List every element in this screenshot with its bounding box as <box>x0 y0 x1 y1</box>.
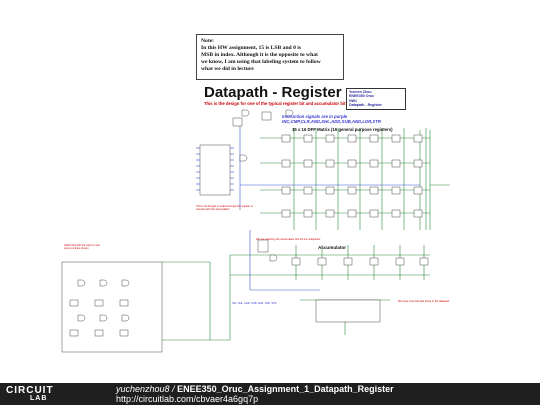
course-line: ENEE350 Oruc <box>349 94 375 99</box>
register-cell[interactable] <box>119 299 129 307</box>
note-line-1: In this HW assignment, 15 is LSB and 0 i… <box>201 45 301 51</box>
accumulator-dff[interactable] <box>343 257 353 266</box>
accumulator-label: Accumulator <box>318 245 347 250</box>
dff-cell[interactable] <box>413 209 423 218</box>
logo-bottom-text: LAB <box>30 395 48 402</box>
and-gate[interactable] <box>269 254 278 262</box>
instruction-note: Instruction signals are in purple INC,CM… <box>282 114 381 124</box>
note-title: Note: <box>201 38 215 44</box>
register-cell[interactable] <box>69 299 79 307</box>
accumulator-dff[interactable] <box>369 257 379 266</box>
dff-cell[interactable] <box>391 186 401 195</box>
register-cell[interactable] <box>94 299 104 307</box>
dff-cell[interactable] <box>325 134 335 143</box>
annotation-blue-1: INC, SHL, ADD, SUB, AND, LDR, STR <box>232 302 277 305</box>
note-line-3: we know, I am using that labeling system… <box>201 59 321 65</box>
matrix-label: 15 x 16 DFF Matrix (16 general purpose r… <box>292 127 393 132</box>
annotation-red-4: We have more bits like these in the data… <box>398 300 450 303</box>
note-box: Note: In this HW assignment, 15 is LSB a… <box>196 34 344 80</box>
note-line-4: what we did in lecture <box>201 66 254 72</box>
footer-bar: CIRCUIT LAB yuchenzhou8 / ENEE350_Oruc_A… <box>0 383 540 405</box>
dff-cell[interactable] <box>281 159 291 168</box>
project-url[interactable]: http://circuitlab.com/cbvaer4a6gq7p <box>116 394 259 404</box>
register-cell[interactable] <box>69 329 79 337</box>
and-gate[interactable] <box>285 109 294 117</box>
dff-cell[interactable] <box>325 186 335 195</box>
dff-cell[interactable] <box>369 159 379 168</box>
diagram-title: Datapath - Register <box>204 84 342 101</box>
dff-cell[interactable] <box>413 159 423 168</box>
diagram-subtitle: This is the design for one of the typica… <box>204 101 346 106</box>
dff-cell[interactable] <box>347 209 357 218</box>
credit-line: yuchenzhou8 / ENEE350_Oruc_Assignment_1_… <box>116 384 394 394</box>
logic-gate[interactable] <box>121 279 130 287</box>
note-line-2: MSB in index. Although it is the opposit… <box>201 52 318 58</box>
dff-cell[interactable] <box>413 134 423 143</box>
accumulator-mux[interactable] <box>257 239 269 253</box>
author-line: Yuchen Zhou <box>349 90 372 94</box>
dff-cell[interactable] <box>347 186 357 195</box>
dff-cell[interactable] <box>413 186 423 195</box>
annotation-red-2: We are selecting the accumulator bits fo… <box>256 238 321 241</box>
dff-cell[interactable] <box>281 209 291 218</box>
logic-gate[interactable] <box>77 279 86 287</box>
logic-gate[interactable] <box>99 314 108 322</box>
mux-block[interactable] <box>261 111 272 121</box>
dff-cell[interactable] <box>347 159 357 168</box>
topic-line: Datapath - Register <box>349 102 382 107</box>
dff-cell[interactable] <box>303 186 313 195</box>
alu-block[interactable] <box>315 299 381 323</box>
annotation-red-1: This is 16-bit gate to select through th… <box>196 205 253 211</box>
dff-cell[interactable] <box>303 159 313 168</box>
logic-gate[interactable] <box>77 314 86 322</box>
dff-cell[interactable] <box>325 209 335 218</box>
mux-block[interactable] <box>232 117 243 127</box>
and-gate[interactable] <box>241 109 250 117</box>
dff-cell[interactable] <box>391 159 401 168</box>
register-cell[interactable] <box>119 329 129 337</box>
register-decoder[interactable] <box>199 144 231 196</box>
schematic-canvas[interactable] <box>0 0 540 383</box>
credit-separator: / <box>169 384 178 394</box>
accumulator-dff[interactable] <box>317 257 327 266</box>
accumulator-dff[interactable] <box>419 257 429 266</box>
dff-cell[interactable] <box>369 209 379 218</box>
dff-cell[interactable] <box>281 186 291 195</box>
dff-cell[interactable] <box>303 134 313 143</box>
instruction-list: INC,CMP,CLR,AND,SHL,ADD,SUB,AND,LDR,STR <box>282 119 381 124</box>
accumulator-dff[interactable] <box>291 257 301 266</box>
blue-wires <box>196 125 420 291</box>
and-gate[interactable] <box>239 154 248 162</box>
components <box>61 109 429 353</box>
register-cell[interactable] <box>94 329 104 337</box>
accumulator-dff[interactable] <box>395 257 405 266</box>
logic-gate[interactable] <box>121 314 130 322</box>
logic-gate[interactable] <box>99 279 108 287</box>
user-link[interactable]: yuchenzhou8 <box>116 384 170 394</box>
dff-cell[interactable] <box>347 134 357 143</box>
dff-cell[interactable] <box>369 186 379 195</box>
logic-region-frame[interactable] <box>61 261 163 353</box>
project-link[interactable]: ENEE350_Oruc_Assignment_1_Datapath_Regis… <box>177 384 394 394</box>
circuitlab-logo[interactable]: CIRCUIT LAB <box>6 385 68 403</box>
dff-cell[interactable] <box>369 134 379 143</box>
dff-cell[interactable] <box>391 209 401 218</box>
annotation-red-3: Adder bits with the carry-in and carry-o… <box>64 244 100 250</box>
logo-top-text: CIRCUIT <box>6 385 54 396</box>
hw-line: HW1 <box>349 98 357 103</box>
dff-cell[interactable] <box>303 209 313 218</box>
dff-cell[interactable] <box>325 159 335 168</box>
dff-cell[interactable] <box>391 134 401 143</box>
instruction-title: Instruction signals are in purple <box>282 114 348 119</box>
dff-cell[interactable] <box>281 134 291 143</box>
author-box: Yuchen Zhou ENEE350 Oruc HW1 Datapath - … <box>346 88 406 110</box>
